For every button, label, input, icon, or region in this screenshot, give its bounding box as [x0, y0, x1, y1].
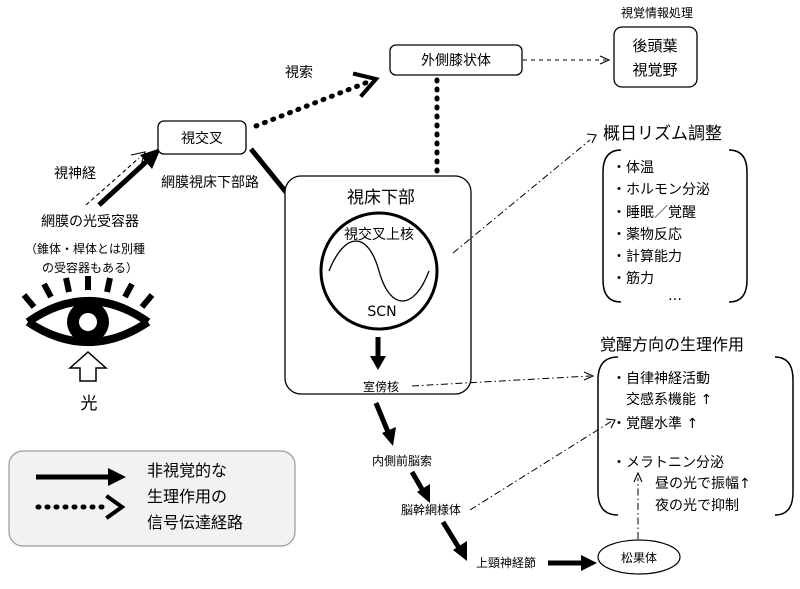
scn-to-pvn-head: [370, 356, 386, 370]
rht-label: 網膜視床下部路: [161, 175, 259, 191]
pvn-to-autonomic-dashdot: [411, 375, 591, 387]
reticular-label: 脳幹網様体: [401, 502, 461, 517]
scn-name: 視交叉上核: [344, 226, 414, 243]
arousal-melatonin-night: 夜の光で抑制: [655, 498, 739, 514]
arousal-title: 覚醒方向の生理作用: [600, 335, 744, 354]
pineal-label: 松果体: [621, 551, 657, 565]
legend-dotted-head: [105, 494, 126, 520]
arousal-autonomic: ・自律神経活動: [612, 371, 710, 387]
scg-label: 上頸神経節: [476, 555, 536, 570]
optic-tract-dotted-head: [352, 71, 380, 98]
pvn-to-autonomic-head: [583, 371, 595, 381]
arousal-bracket-right: [774, 356, 794, 516]
pvn-label: 室傍核: [363, 379, 399, 394]
optic-nerve-thick-arrow: [97, 160, 148, 207]
pineal-ellipse: [597, 539, 681, 575]
light-arrow: [68, 350, 108, 382]
optic-nerve-label: 視神経: [54, 166, 96, 182]
pvn-to-mfb-head: [382, 427, 396, 446]
optic-nerve-thick-head: [140, 148, 161, 169]
photoreceptor-label: 網膜の光受容器: [41, 213, 139, 230]
pupil-highlight: [79, 313, 97, 331]
circadian-bracket-right: [728, 149, 748, 303]
receptor-note-line2: の受容器もある）: [42, 260, 138, 275]
arousal-bracket-left: [597, 356, 619, 516]
lgn-label: 外側膝状体: [421, 53, 491, 69]
circadian-item-hormone: ・ホルモン分泌: [612, 182, 710, 198]
legend-line1: 非視覚的な: [147, 461, 227, 480]
optic-nerve-dotted-arrow: [85, 157, 140, 206]
circadian-title: 概日リズム調整: [603, 124, 722, 144]
hypothalamus-label: 視床下部: [347, 188, 415, 208]
scg-to-pineal-head: [581, 555, 597, 571]
lgn-to-cortex-head: [599, 55, 611, 65]
circadian-item-temperature: ・体温: [612, 160, 654, 176]
optic-chiasm-box: [157, 120, 247, 155]
eye-illustration: [21, 276, 155, 346]
receptor-note-line1: （錐体・桿体とは別種: [25, 241, 145, 256]
circadian-item-muscle: ・筋力: [612, 270, 654, 287]
circadian-item-drug: ・薬物反応: [612, 227, 682, 243]
optic-chiasm-label: 視交叉: [181, 130, 223, 147]
optic-tract-label: 視索: [285, 64, 313, 81]
scn-to-circadian-dashdot: [452, 139, 591, 254]
occipital-cortex-box: [613, 26, 698, 88]
circadian-item-sleep: ・睡眠／覚醒: [612, 205, 696, 221]
reticular-to-scg-head: [453, 541, 467, 561]
pvn-to-mfb-arrow: [373, 402, 391, 433]
circadian-item-calculation: ・計算能力: [612, 249, 682, 265]
scn-abbr: SCN: [367, 304, 396, 320]
circadian-bracket-left: [602, 149, 622, 303]
legend-solid-head: [108, 468, 126, 486]
optic-tract-dotted-arrow: [253, 79, 371, 129]
lgn-box: [389, 44, 523, 76]
arousal-melatonin-day: 昼の光で振幅↑: [655, 476, 751, 492]
occipital-label-line2: 視覚野: [632, 61, 677, 79]
arousal-level: ・覚醒水準 ↑: [612, 416, 698, 432]
legend-line2: 生理作用の: [147, 487, 227, 506]
circadian-more: …: [668, 288, 682, 304]
light-label: 光: [81, 394, 98, 414]
scn-wave: [328, 240, 430, 302]
scn-to-circadian-head: [586, 133, 597, 144]
visual-processing-caption: 視覚情報処理: [621, 5, 693, 20]
pineal-to-melatonin-head: [633, 471, 643, 483]
mfb-to-reticular-head: [417, 484, 430, 503]
optic-nerve-dotted-head: [130, 151, 146, 166]
reticular-to-arousal-head: [605, 418, 616, 429]
mfb-to-reticular-arrow: [409, 470, 426, 493]
arousal-sympathetic: 交感系機能 ↑: [626, 391, 712, 408]
mfb-label: 内側前脳索: [372, 453, 432, 468]
reticular-to-arousal-dashdot: [469, 420, 613, 511]
legend-line3: 信号伝達経路: [147, 513, 243, 532]
arousal-melatonin: ・メラトニン分泌: [612, 455, 724, 471]
occipital-label-line1: 後頭葉: [632, 37, 677, 55]
legend: 非視覚的な 生理作用の 信号伝達経路: [8, 450, 296, 547]
eyelashes: [21, 276, 155, 309]
reticular-to-scg-arrow: [440, 520, 462, 550]
